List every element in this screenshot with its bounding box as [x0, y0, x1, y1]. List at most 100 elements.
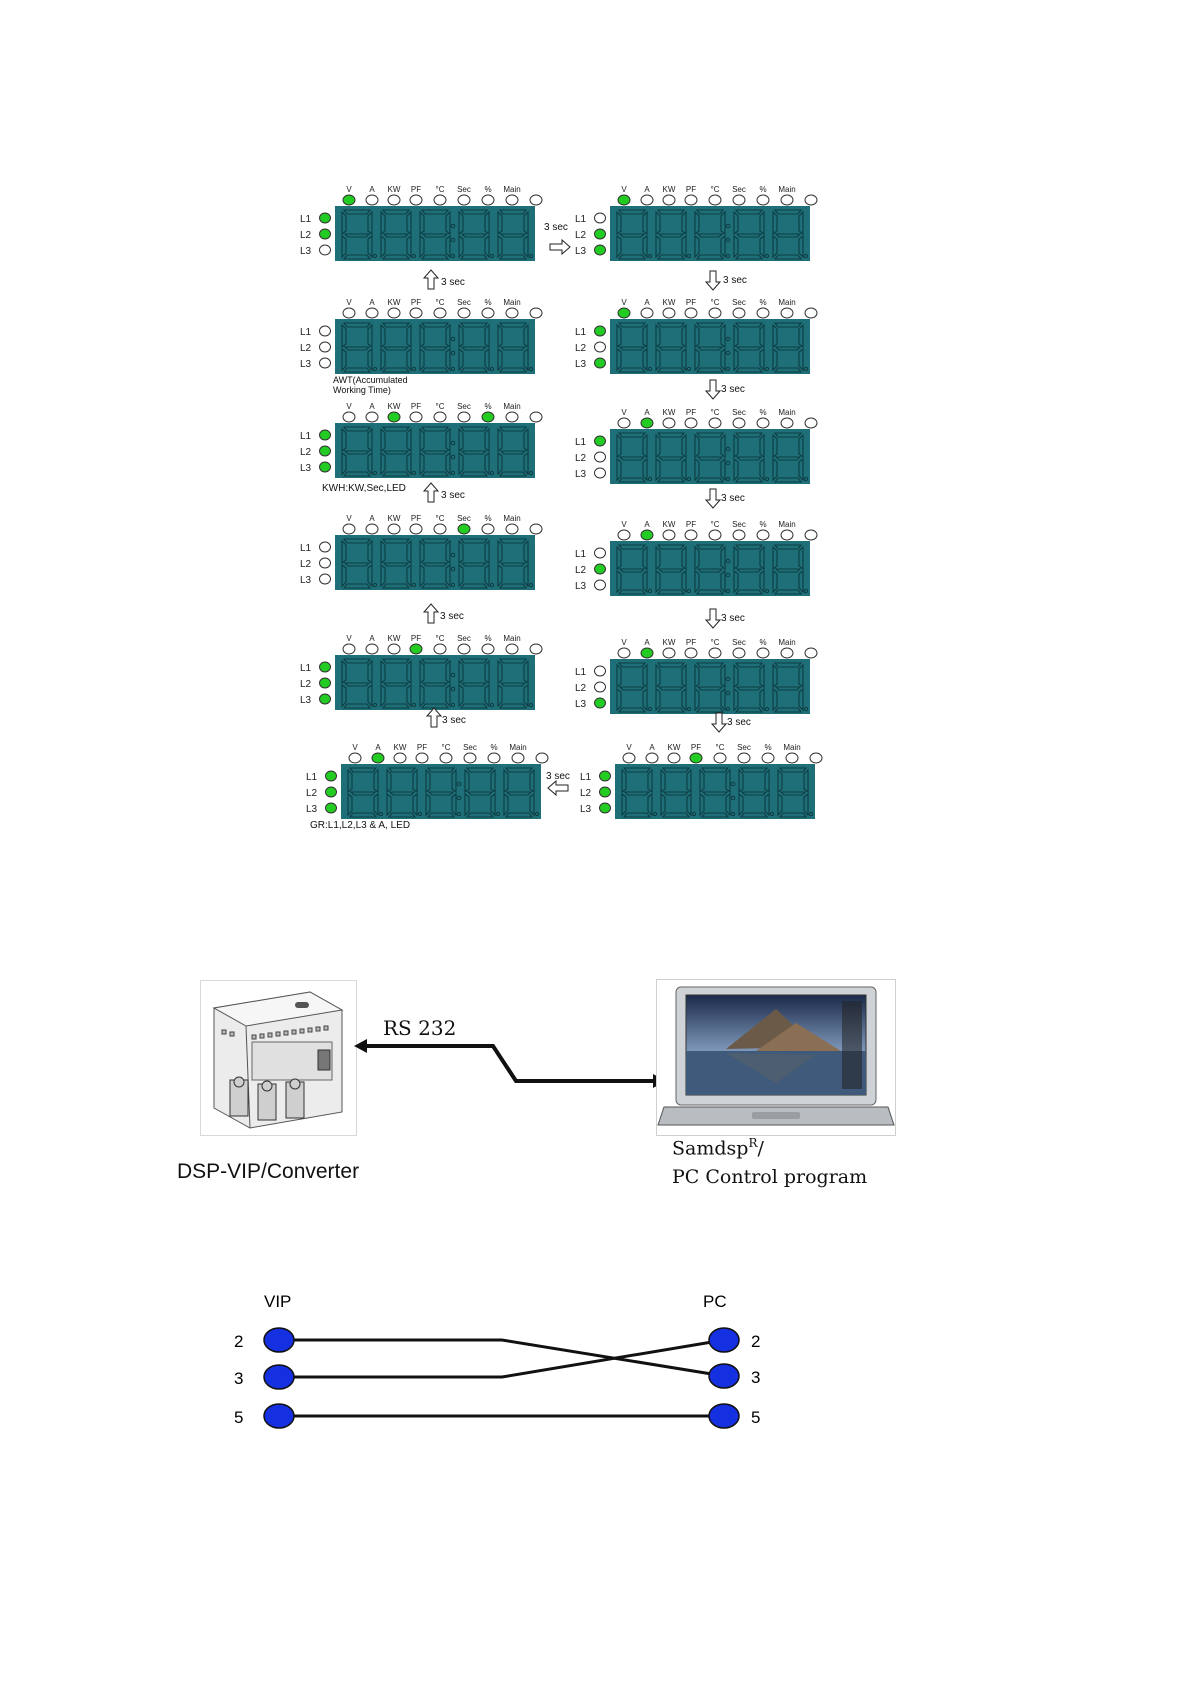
line-label: L3 [575, 359, 587, 370]
indicator-label: % [484, 402, 491, 411]
awt-caption-line2: Working Time) [333, 385, 391, 395]
indicator-label: °C [711, 638, 720, 647]
indicator-led-off [617, 417, 631, 429]
line-led-on [594, 697, 606, 709]
pinout-diagram: VIP PC 2 3 5 2 3 5 [234, 1292, 760, 1429]
indicator-led-off [505, 307, 519, 319]
indicator-led-off [365, 643, 379, 655]
indicator-led-on [409, 643, 423, 655]
indicator-label: A [644, 298, 650, 307]
decimal-point [691, 811, 697, 817]
indicator-led-on [617, 307, 631, 319]
indicator-label: % [490, 743, 497, 752]
indicator-led-off [640, 307, 654, 319]
indicator-label: KW [663, 408, 676, 417]
indicator-led-off [387, 643, 401, 655]
laptop-image [656, 979, 896, 1136]
indicator-label: % [484, 185, 491, 194]
line-label: L2 [575, 343, 587, 354]
decimal-point [528, 582, 534, 588]
indicator-label: A [644, 638, 650, 647]
decimal-point [372, 470, 378, 476]
indicator-led-off [617, 529, 631, 541]
decimal-point [808, 811, 814, 817]
decimal-point [769, 811, 775, 817]
interval-label: 3 sec [723, 275, 747, 286]
decimal-point [411, 253, 417, 259]
line-led-on [319, 445, 331, 457]
line-label: L1 [306, 772, 318, 783]
line-label: L3 [575, 246, 587, 257]
interval-arrow: 3 sec [426, 707, 466, 728]
line-label: L1 [580, 772, 592, 783]
indicator-led-off [457, 194, 471, 206]
indicator-label: V [352, 743, 358, 752]
indicator-label: % [759, 638, 766, 647]
line-label: L3 [300, 463, 312, 474]
indicator-label: PF [417, 743, 427, 752]
decimal-point [803, 706, 809, 712]
indicator-led-off [433, 194, 447, 206]
indicator-label: Main [783, 743, 800, 752]
indicator-label: V [621, 520, 627, 529]
indicator-led-off [804, 307, 818, 319]
indicator-label: Sec [457, 402, 471, 411]
vip-pin-label: 3 [234, 1369, 243, 1388]
indicator-label: °C [716, 743, 725, 752]
arrow-left-head [354, 1039, 367, 1053]
interval-label: 3 sec [727, 717, 751, 728]
indicator-label: Main [778, 520, 795, 529]
line-label: L1 [575, 667, 587, 678]
indicator-led-off [463, 752, 477, 764]
indicator-label: KW [668, 743, 681, 752]
indicator-label: Main [503, 402, 520, 411]
indicator-led-off [708, 417, 722, 429]
line-led-on [319, 461, 331, 473]
indicator-led-on [481, 411, 495, 423]
line-label: L2 [575, 683, 587, 694]
indicator-led-off [732, 647, 746, 659]
indicator-led-off [713, 752, 727, 764]
interval-label: 3 sec [721, 493, 745, 504]
indicator-led-off [662, 647, 676, 659]
decimal-point [725, 476, 731, 482]
line-label: L1 [300, 327, 312, 338]
pc-pin-label: 5 [751, 1408, 760, 1427]
indicator-led-on [371, 752, 385, 764]
decimal-point [489, 253, 495, 259]
vip-pin: 3 [234, 1364, 295, 1390]
indicator-led-off [662, 529, 676, 541]
line-label: L3 [300, 695, 312, 706]
decimal-point [372, 366, 378, 372]
decimal-point [647, 588, 653, 594]
indicator-led-off [804, 417, 818, 429]
indicator-label: °C [436, 402, 445, 411]
interval-label: 3 sec [544, 222, 568, 233]
colon-dot [725, 336, 731, 342]
pc-caption-line1: SamdspR/ [672, 1136, 764, 1159]
decimal-point [372, 702, 378, 708]
interval-label: 3 sec [440, 611, 464, 622]
indicator-led-off [737, 752, 751, 764]
indicator-label: V [621, 408, 627, 417]
indicator-label: % [759, 520, 766, 529]
line-led-off [319, 357, 331, 369]
pc-pin: 5 [708, 1403, 760, 1429]
line-label: L2 [300, 343, 312, 354]
indicator-led-off [342, 643, 356, 655]
indicator-label: Main [503, 298, 520, 307]
indicator-led-off [365, 523, 379, 535]
indicator-led-off [529, 523, 543, 535]
interval-arrow: 3 sec [705, 488, 745, 509]
indicator-led-off [756, 529, 770, 541]
indicator-label: KW [388, 298, 401, 307]
decimal-point [489, 582, 495, 588]
line-label: L3 [575, 469, 587, 480]
indicator-label: V [626, 743, 632, 752]
indicator-label: Main [778, 185, 795, 194]
device-caption: DSP-VIP/Converter [177, 1160, 360, 1183]
colon-dot [725, 676, 731, 682]
